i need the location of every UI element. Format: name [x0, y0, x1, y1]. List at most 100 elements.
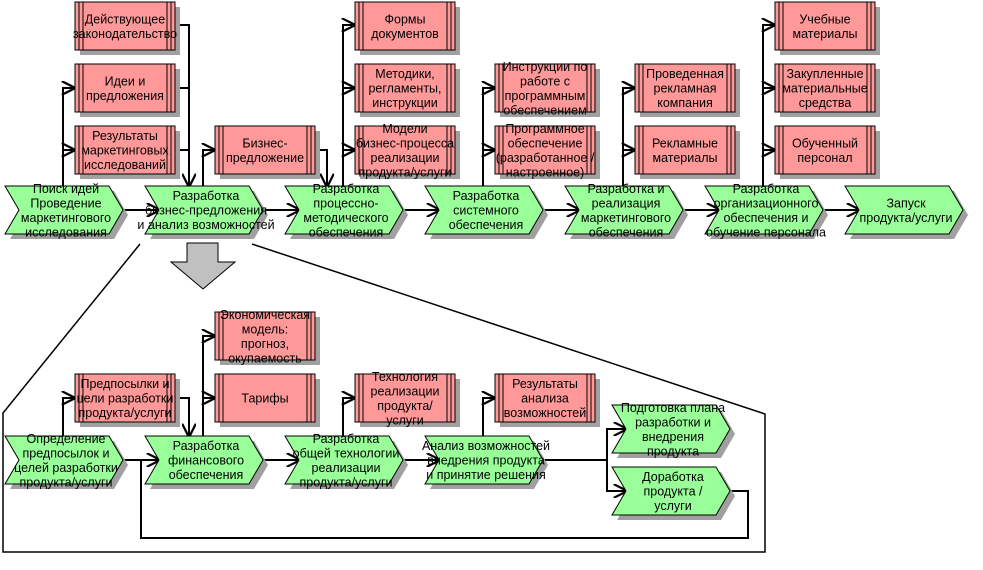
function-f4-label-line: Разработка: [453, 189, 520, 203]
function-g5-label-line: внедрения: [642, 430, 704, 444]
function-g2[interactable]: [144, 435, 268, 489]
document-d8-label-line: Инструкции по: [503, 60, 588, 74]
function-g1-label-line: продукта/услуги: [19, 475, 112, 489]
document-e5[interactable]: [494, 373, 600, 427]
function-chevron: [844, 185, 964, 235]
document-box: [634, 63, 736, 113]
function-g5[interactable]: [611, 404, 735, 458]
document-e5-label-line: анализа: [521, 392, 569, 406]
function-f1-label-line: Проведение: [30, 196, 101, 210]
function-chevron: [564, 185, 684, 235]
document-box: [74, 373, 176, 423]
document-d1-label-line: законодательство: [73, 27, 177, 41]
document-e4[interactable]: [354, 373, 460, 427]
connector-arrow: [343, 398, 354, 436]
document-d12-label-line: Учебные: [799, 12, 850, 26]
function-f3-label-line: Разработка: [313, 182, 380, 196]
function-g4[interactable]: [424, 435, 548, 489]
function-f1[interactable]: [4, 185, 128, 239]
document-d9-label-line: Программное: [505, 122, 584, 136]
document-box: [774, 63, 876, 113]
document-d2[interactable]: [74, 63, 180, 117]
document-d10[interactable]: [634, 63, 740, 117]
function-f6[interactable]: [704, 185, 828, 239]
connector-arrow: [483, 398, 494, 436]
document-d3-label-line: исследований: [84, 158, 166, 172]
document-e2[interactable]: [214, 311, 320, 365]
document-e4-label-line: продукта/: [377, 399, 433, 413]
document-box: [354, 1, 456, 51]
document-e2-label-line: прогноз,: [241, 337, 289, 351]
function-g3[interactable]: [284, 435, 408, 489]
function-f3-label-line: обеспечения: [309, 225, 384, 239]
document-d7[interactable]: [354, 125, 460, 179]
document-d6[interactable]: [354, 63, 460, 117]
document-d11[interactable]: [634, 125, 740, 179]
function-g3-label-line: общей технологии: [293, 446, 400, 460]
document-box: [214, 125, 316, 175]
document-d4[interactable]: [214, 125, 320, 179]
document-e2-label-line: модель:: [242, 322, 288, 336]
function-f5-label-line: реализация: [592, 196, 661, 210]
document-d8[interactable]: [494, 63, 600, 117]
document-e2-label-line: окупаемость: [228, 351, 302, 365]
function-f7[interactable]: [844, 185, 968, 239]
document-d5[interactable]: [354, 1, 460, 55]
function-g3-label-line: продукта/услуги: [299, 475, 392, 489]
document-box: [74, 63, 176, 113]
function-chevron: [284, 435, 404, 485]
function-chevron: [4, 435, 124, 485]
document-d13-label-line: материальные: [782, 82, 867, 96]
function-g6[interactable]: [611, 466, 735, 520]
function-f2[interactable]: [144, 185, 268, 239]
document-d2-label-line: предложения: [86, 89, 164, 103]
function-f3[interactable]: [284, 185, 408, 239]
document-e1[interactable]: [74, 373, 180, 427]
function-f4[interactable]: [424, 185, 548, 239]
document-d10-label-line: рекламная: [654, 82, 717, 96]
function-chevron: [704, 185, 824, 235]
function-f2-label-line: бизнес-предложения: [145, 204, 267, 218]
connector-arrow: [63, 88, 74, 186]
document-d14[interactable]: [774, 125, 880, 179]
function-f6-label-line: обучение персонала: [706, 225, 826, 239]
function-g1-label-line: предпосылок и: [23, 446, 110, 460]
function-f5-label-line: обеспечения: [589, 225, 664, 239]
document-e4-label-line: Технология: [372, 370, 438, 384]
function-g5-label-line: продукта: [647, 444, 699, 458]
function-chevron: [284, 185, 404, 235]
document-d1[interactable]: [74, 1, 180, 55]
document-d12[interactable]: [774, 1, 880, 55]
document-d8-label-line: обеспечением: [503, 103, 586, 117]
function-g2-label-line: финансового: [168, 454, 244, 468]
labels-layer: Поиск идейПроведениемаркетинговогоисслед…: [14, 12, 952, 513]
document-d3[interactable]: [74, 125, 180, 179]
document-e5-label-line: Результаты: [512, 377, 578, 391]
function-g1-label-line: целей разработки: [14, 461, 118, 475]
function-f2-label-line: и анализ возможностей: [137, 218, 274, 232]
document-d13-label-line: Закупленные: [786, 67, 863, 81]
document-box: [634, 125, 736, 175]
function-f5[interactable]: [564, 185, 688, 239]
function-f1-label-line: Поиск идей: [33, 182, 99, 196]
function-f2-label-line: Разработка: [173, 189, 240, 203]
function-g3-label-line: Разработка: [313, 432, 380, 446]
document-e3[interactable]: [214, 373, 320, 427]
document-d14-label-line: персонал: [797, 151, 852, 165]
function-g4-label-line: Анализ возможностей: [422, 439, 550, 453]
connector-arrow: [763, 25, 774, 186]
document-e1-label-line: продукта/услуги: [78, 406, 171, 420]
connectors-layer: [2, 25, 859, 553]
document-d10-label-line: Проведенная: [646, 67, 724, 81]
document-d13[interactable]: [774, 63, 880, 117]
document-d5-label-line: Формы: [385, 12, 426, 26]
function-g1[interactable]: [4, 435, 128, 489]
function-g5-label-line: Подготовка плана: [621, 401, 725, 415]
function-chevron: [4, 185, 124, 235]
document-box: [774, 1, 876, 51]
function-g1-label-line: Определение: [26, 432, 105, 446]
document-d12-label-line: материалы: [793, 27, 858, 41]
function-g6-label-line: услуги: [654, 499, 691, 513]
document-d9[interactable]: [494, 125, 600, 179]
function-f6-label-line: организационного: [714, 196, 819, 210]
